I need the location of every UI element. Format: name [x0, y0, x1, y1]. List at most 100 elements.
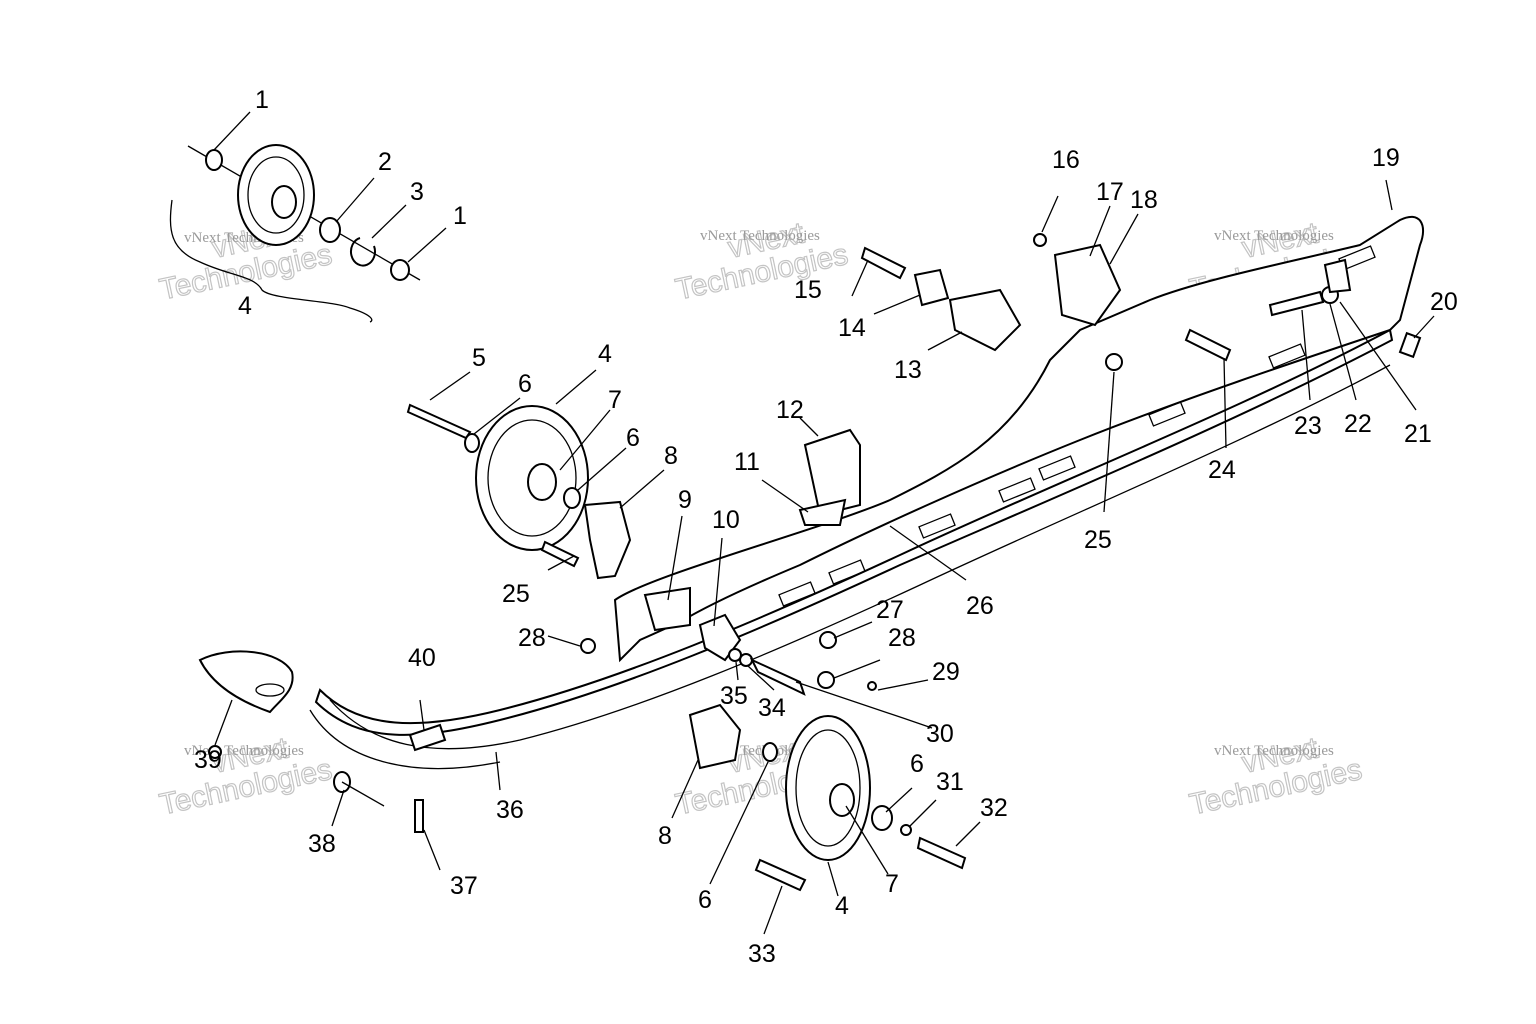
bolt-32 [916, 836, 967, 870]
rail-tip-cap [198, 650, 294, 714]
bolt-25 [540, 540, 580, 568]
callout-35: 35 [720, 682, 748, 710]
callout-40: 40 [408, 644, 436, 672]
leader-26 [889, 525, 967, 581]
rear-lower-wheel-group [688, 703, 967, 892]
leader-39 [214, 699, 233, 746]
leader-6d [885, 787, 913, 813]
front-wheel-hub [527, 463, 557, 501]
slide-rail [309, 215, 1425, 770]
watermark: vNext Technologies [156, 731, 335, 822]
callout-29: 29 [932, 658, 960, 686]
callout-6: 6 [698, 886, 712, 914]
pin-29 [867, 681, 877, 691]
rear-wheel-rim [795, 729, 861, 847]
snap-ring [349, 237, 376, 267]
lock-washer-31 [900, 824, 912, 836]
leader-16 [1041, 195, 1059, 233]
idler-wheel-subassembly [169, 144, 421, 323]
rail-slot [998, 477, 1036, 503]
washer-34 [739, 653, 753, 667]
rail-slot [1038, 455, 1076, 481]
callout-10: 10 [712, 506, 740, 534]
rear-wheel-hub [829, 783, 855, 817]
callout-31: 31 [936, 768, 964, 796]
callout-9: 9 [678, 486, 692, 514]
mount-bracket-8b [688, 703, 742, 770]
callout-32: 32 [980, 794, 1008, 822]
watermark-line1: vNext Technologies [1214, 743, 1334, 759]
callout-27: 27 [876, 596, 904, 624]
rear-wheel [785, 715, 871, 861]
callout-25: 25 [1084, 526, 1112, 554]
stopper-12 [803, 428, 861, 517]
callout-28: 28 [518, 624, 546, 652]
leader-5 [429, 371, 471, 401]
leader-32 [955, 821, 981, 847]
watermark: vNext Technologies [1186, 731, 1365, 822]
watermark-line1: vNext Technologies [1214, 228, 1334, 244]
leader-1a [213, 111, 251, 151]
bolt-23 [1268, 290, 1325, 317]
leader-40 [419, 699, 425, 731]
leader-6a [473, 397, 521, 435]
callout-8: 8 [664, 442, 678, 470]
bushing-14 [913, 268, 950, 307]
leader-1b [407, 227, 447, 263]
rail-slot [1148, 401, 1186, 427]
callout-33: 33 [748, 940, 776, 968]
leader-4b [555, 369, 597, 405]
nut-16 [1033, 233, 1047, 247]
callout-25: 25 [502, 580, 530, 608]
stop-bracket-11 [798, 498, 847, 526]
bolt-24 [1184, 328, 1232, 362]
leader-28a [547, 635, 581, 647]
callout-7: 7 [608, 386, 622, 414]
leader-15 [851, 259, 869, 297]
callout-23: 23 [1294, 412, 1322, 440]
bushing-2 [390, 259, 410, 281]
callout-37: 37 [450, 872, 478, 900]
pad-13 [948, 288, 1022, 352]
washer-6d [871, 805, 893, 831]
leader-24 [1223, 357, 1227, 449]
leader-19 [1385, 179, 1393, 211]
assembly-bracket [169, 199, 373, 323]
bolt-5 [406, 403, 472, 440]
callout-6: 6 [518, 370, 532, 398]
callout-30: 30 [926, 720, 954, 748]
leader-2 [335, 177, 375, 223]
callout-4: 4 [598, 340, 612, 368]
callout-4: 4 [238, 292, 252, 320]
callout-3: 3 [410, 178, 424, 206]
callout-numbers: 1 1 2 3 4 4 4 5 6 6 6 6 7 7 8 8 9 10 11 … [194, 86, 1458, 968]
tip-cap-slot [255, 683, 285, 697]
leader-34 [747, 665, 775, 691]
callout-26: 26 [966, 592, 994, 620]
washer-6 [464, 433, 480, 453]
leader-10 [713, 537, 723, 627]
rail-bottom-edge [329, 364, 1391, 750]
callout-36: 36 [496, 796, 524, 824]
idler-wheel-rim [247, 156, 305, 234]
callout-39: 39 [194, 746, 222, 774]
callout-4: 4 [835, 892, 849, 920]
rail-curved-tip [309, 709, 501, 770]
pin-20 [1398, 331, 1422, 359]
callout-1: 1 [453, 202, 467, 230]
leader-22 [1329, 303, 1357, 401]
leader-30 [795, 681, 933, 729]
leader-36 [495, 751, 501, 791]
callout-1: 1 [255, 86, 269, 114]
leader-8b [671, 759, 699, 819]
leader-29 [877, 679, 929, 691]
callout-22: 22 [1344, 410, 1372, 438]
leader-4c [827, 861, 839, 897]
rail-slot [828, 559, 866, 585]
callout-38: 38 [308, 830, 336, 858]
leader-35 [735, 661, 739, 681]
callout-34: 34 [758, 694, 786, 722]
leader-12 [799, 417, 819, 437]
leader-21 [1339, 301, 1417, 411]
callout-6: 6 [910, 750, 924, 778]
